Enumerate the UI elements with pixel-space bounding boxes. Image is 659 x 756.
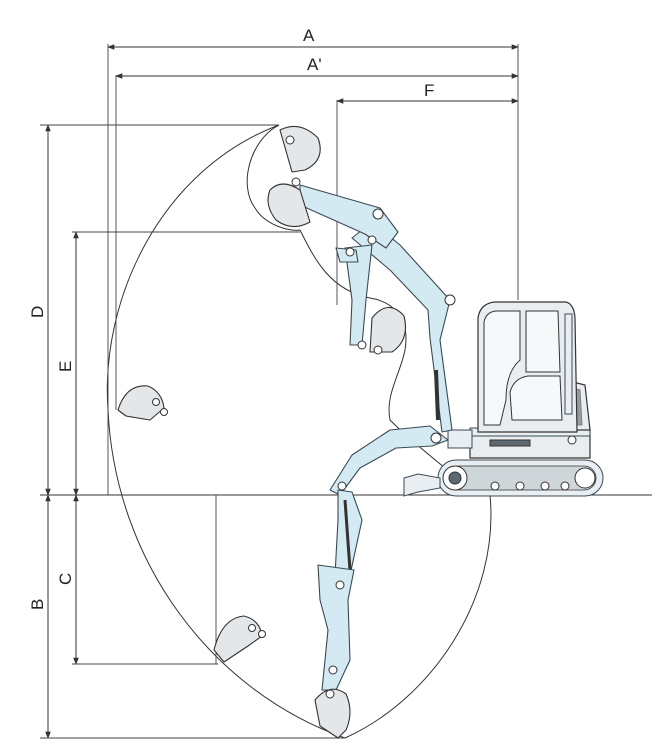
bucket-mid (357, 306, 407, 355)
label-a-prime: A' (307, 55, 322, 74)
label-a: A (303, 26, 315, 45)
reference-lines (40, 44, 519, 739)
dimension-a: A (107, 26, 519, 50)
bucket-bottom (314, 688, 351, 739)
arm-mid (335, 244, 373, 346)
dimension-b: B (28, 494, 51, 739)
label-d: D (28, 306, 47, 318)
excavator (403, 301, 604, 497)
boom-lowered (329, 425, 449, 576)
bucket-top-curl (267, 177, 311, 228)
operator-cab (477, 301, 578, 433)
label-b: B (28, 599, 47, 610)
bucket-reach-far (117, 385, 168, 421)
crawler-track (437, 459, 604, 497)
boom-raised (299, 184, 456, 433)
dimension-f: F (336, 81, 519, 104)
dimension-c: C (56, 494, 79, 665)
dimension-e: E (56, 231, 79, 496)
label-c: C (56, 573, 75, 585)
arm-lowered (317, 564, 355, 691)
bucket-top (279, 125, 321, 173)
bucket-depth-vertical-wall (213, 615, 266, 663)
label-f: F (424, 81, 434, 100)
dimension-d: D (28, 124, 51, 496)
dimension-a-prime: A' (115, 55, 519, 79)
dozer-blade (403, 473, 441, 497)
label-e: E (56, 361, 75, 372)
